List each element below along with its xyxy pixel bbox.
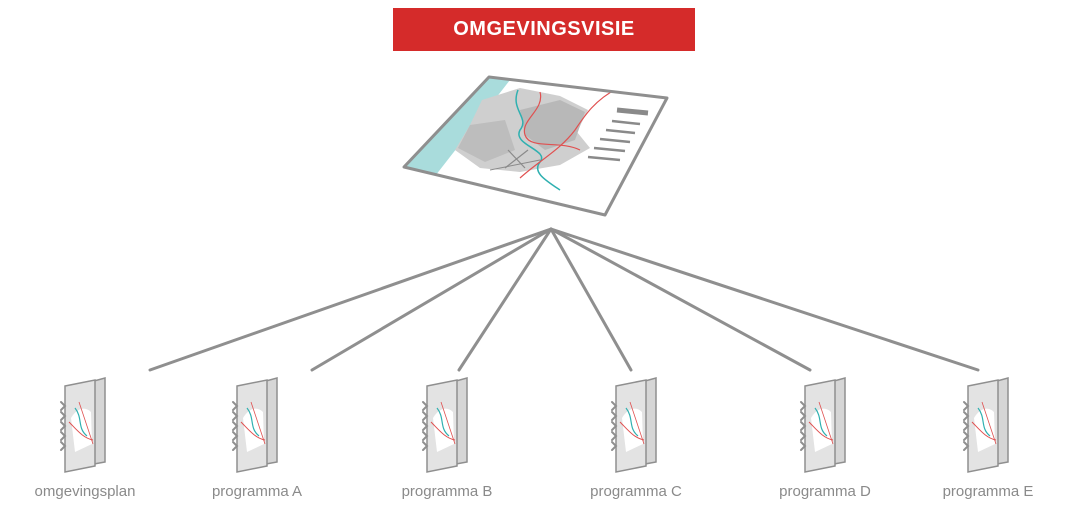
connector-line [549,227,980,372]
node-label: programma B [401,483,493,500]
connector-line [310,227,553,372]
binder-icon [611,377,657,473]
node-label: programma E [942,483,1034,500]
node-label: programma A [211,483,303,500]
connector-line [457,227,553,372]
node-label: programma D [779,483,871,500]
title-text: OMGEVINGSVISIE [453,18,635,40]
connector-lines [148,227,980,372]
map-document-icon [402,75,669,217]
binder-icon [422,377,468,473]
binder-icon [800,377,846,473]
node-label: programma C [590,483,682,500]
connector-line [148,227,553,372]
connector-line [549,227,633,372]
title-banner: OMGEVINGSVISIE [393,8,695,51]
connector-line [549,227,812,372]
binder-icon [60,377,106,473]
binder-icon [232,377,278,473]
binder-icon [963,377,1009,473]
node-label: omgevingsplan [34,483,136,500]
